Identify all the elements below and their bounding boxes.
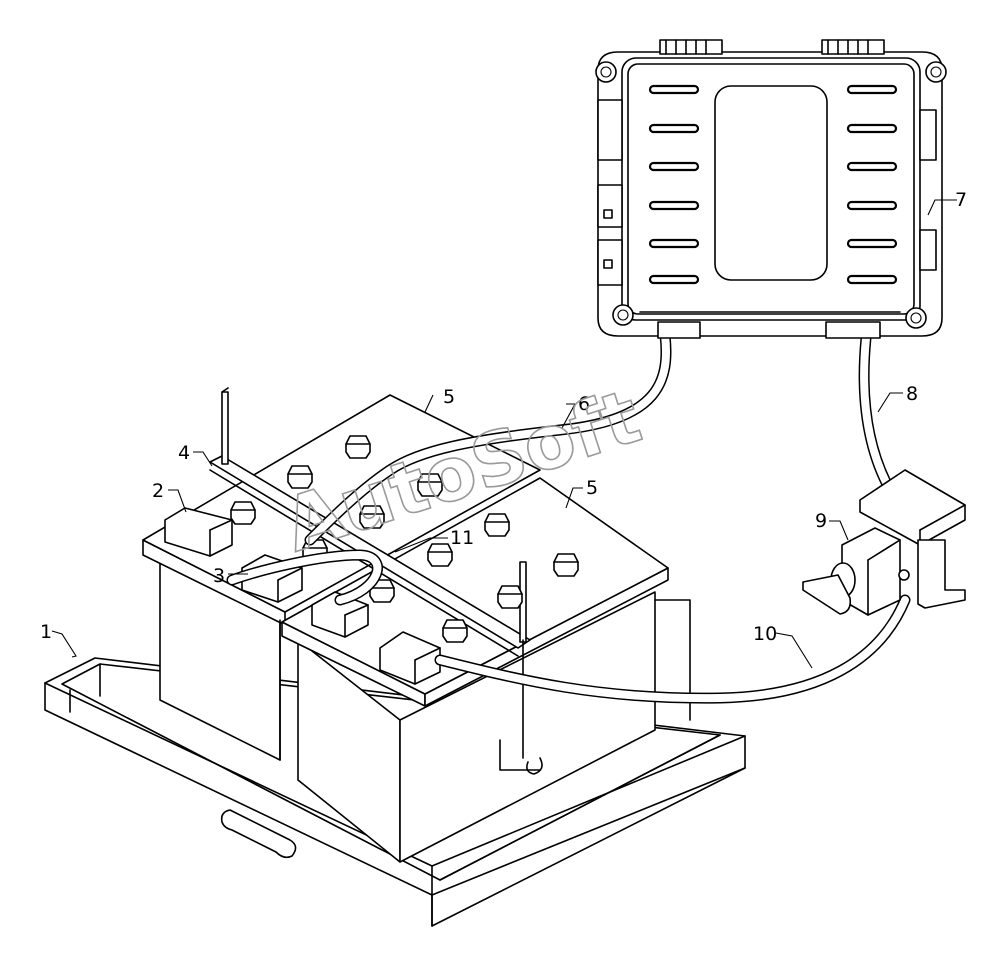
callout-6: 6 bbox=[578, 393, 590, 415]
callout-1: 1 bbox=[40, 621, 52, 643]
terminal-cover-right-b bbox=[379, 631, 441, 685]
callout-5-middle: 5 bbox=[586, 477, 598, 499]
disconnect-switch bbox=[802, 469, 966, 616]
callout-4: 4 bbox=[178, 442, 190, 464]
cable-6 bbox=[304, 329, 672, 546]
callout-leaders bbox=[51, 199, 957, 669]
control-module bbox=[595, 39, 947, 339]
callout-10: 10 bbox=[753, 623, 777, 645]
callout-labels: 1 2 3 4 5 5 6 7 8 9 10 11 bbox=[40, 189, 967, 645]
callout-8: 8 bbox=[906, 383, 918, 405]
terminal-cover-right-a bbox=[311, 591, 369, 638]
callout-9: 9 bbox=[815, 510, 827, 532]
callout-11: 11 bbox=[450, 527, 474, 549]
cable-8 bbox=[858, 332, 896, 496]
callout-7: 7 bbox=[955, 189, 967, 211]
callout-5-top: 5 bbox=[443, 386, 455, 408]
cable-10 bbox=[434, 594, 911, 704]
cable-11 bbox=[226, 549, 383, 606]
vent-caps bbox=[230, 435, 579, 643]
callout-3: 3 bbox=[213, 565, 225, 587]
callout-2: 2 bbox=[152, 480, 164, 502]
